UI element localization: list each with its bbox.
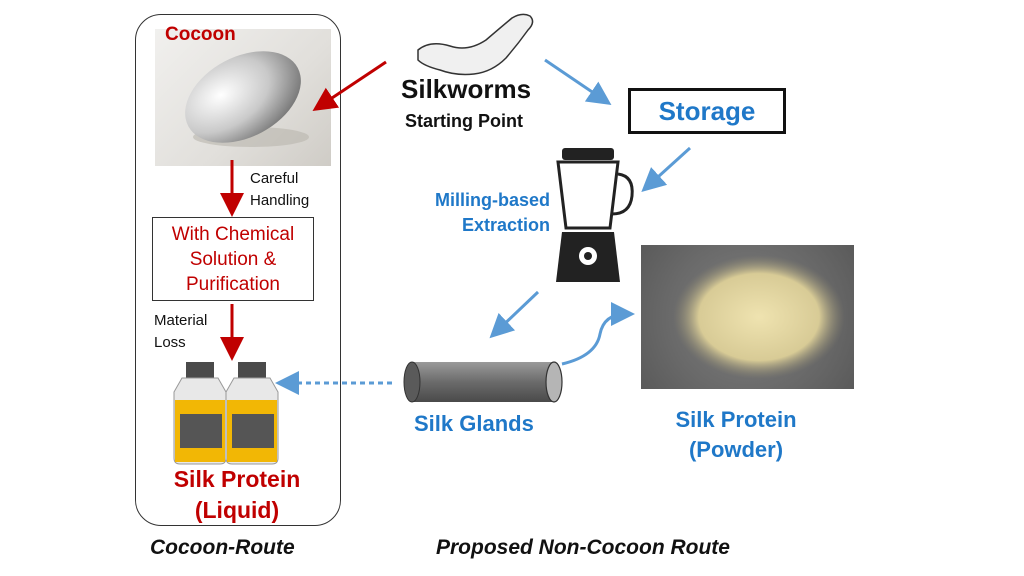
blender-icon — [556, 148, 634, 282]
storage-label: Storage — [658, 95, 756, 126]
cocoon-route-caption: Cocoon-Route — [150, 536, 295, 559]
chem-box-line1: With Chemical — [171, 223, 295, 245]
liquid-line2: (Liquid) — [194, 497, 280, 523]
silk-protein-powder-label: Silk Protein (Powder) — [636, 405, 836, 465]
silk-powder-image — [641, 245, 854, 389]
material-loss-line2: Loss — [154, 334, 186, 351]
cocoon-label: Cocoon — [165, 24, 236, 45]
non-cocoon-route-caption: Proposed Non-Cocoon Route — [436, 536, 730, 559]
silk-protein-liquid-label: Silk Protein (Liquid) — [137, 464, 337, 526]
bottle-icon-right — [225, 362, 279, 465]
cocoon-icon — [185, 51, 309, 147]
chem-box-line3: Purification — [186, 273, 280, 295]
cocoon-route-frame — [135, 14, 341, 526]
arrow-glands-to-powder — [561, 302, 635, 366]
material-loss-line1: Material — [154, 312, 208, 329]
arrow-silkworm-to-storage — [544, 58, 612, 106]
careful-handling-note: Careful Handling — [250, 168, 309, 212]
arrow-blender-to-glands — [489, 290, 540, 339]
silk-glands-label: Silk Glands — [414, 411, 534, 436]
liquid-line1: Silk Protein — [173, 466, 301, 492]
material-loss-note: Material Loss — [154, 310, 207, 354]
silkworms-label: Silkworms — [401, 74, 532, 104]
careful-handling-line2: Handling — [250, 192, 310, 209]
silkworm-icon — [417, 13, 534, 76]
milling-line1: Milling-based — [434, 190, 550, 210]
arrow-silkworm-to-cocoon — [312, 60, 387, 111]
powder-line2: (Powder) — [688, 437, 784, 462]
storage-box: Storage — [628, 88, 786, 134]
arrow-storage-to-blender — [641, 146, 692, 193]
powder-line1: Silk Protein — [675, 407, 797, 432]
chemical-purification-box: With Chemical Solution & Purification — [152, 217, 314, 301]
cocoon-image — [155, 29, 331, 166]
powder-pile-icon — [673, 255, 845, 379]
bottle-icon-left — [173, 362, 227, 465]
starting-point-label: Starting Point — [405, 111, 523, 131]
milling-line2: Extraction — [461, 215, 550, 235]
careful-handling-line1: Careful — [250, 170, 299, 187]
chem-box-line2: Solution & — [189, 248, 277, 270]
milling-extraction-label: Milling-based Extraction — [404, 188, 550, 238]
silk-gland-cylinder-icon — [403, 361, 563, 403]
